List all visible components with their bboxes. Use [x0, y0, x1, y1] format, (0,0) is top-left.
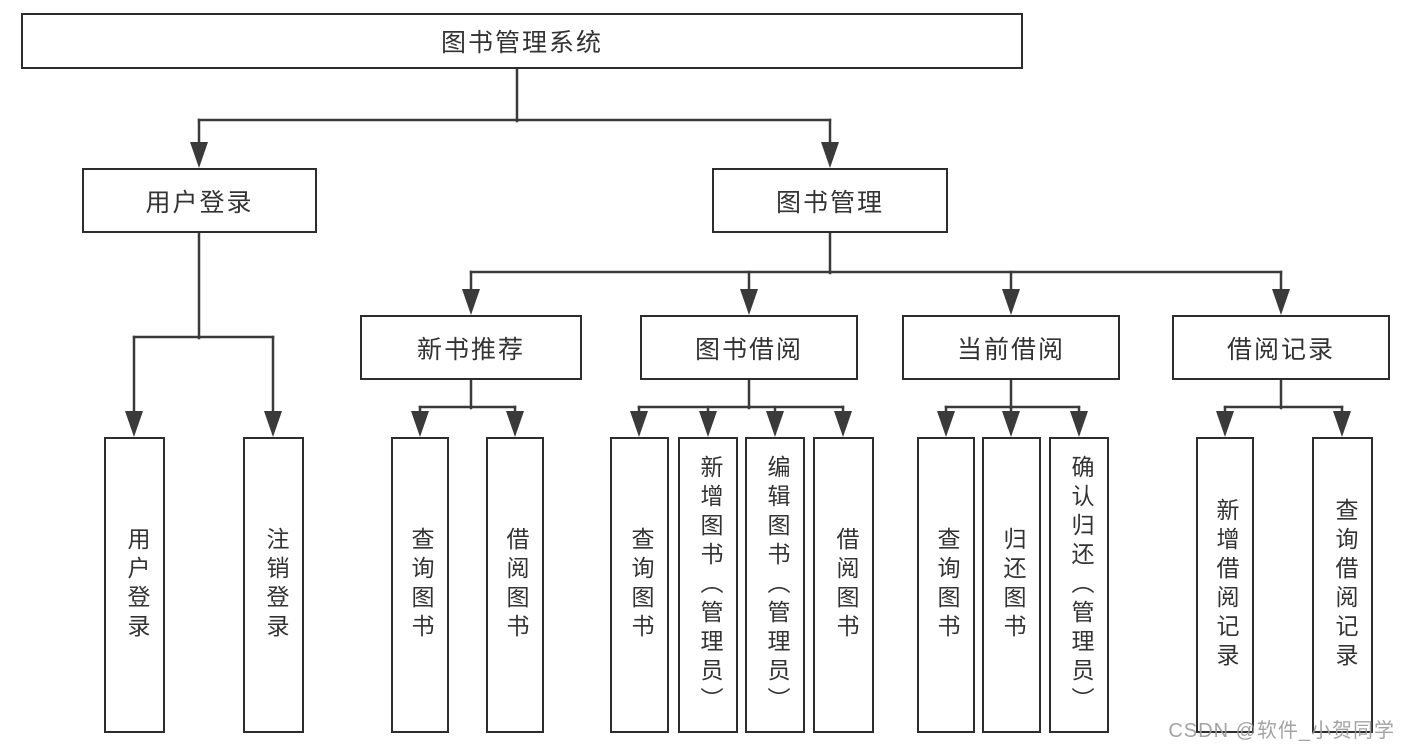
node-book-management: 图书管理 — [712, 168, 948, 233]
leaf-edit-books-admin: 编辑图书（管理员） — [745, 437, 805, 733]
watermark: CSDN @软件_小贺同学 — [1168, 720, 1395, 742]
node-current-borrowing: 当前借阅 — [902, 315, 1120, 380]
node-new-book-recommendation: 新书推荐 — [360, 315, 582, 380]
leaf-query-borrow-record: 查询借阅记录 — [1312, 437, 1373, 733]
node-book-borrowing: 图书借阅 — [640, 315, 858, 380]
leaf-borrow-books-recommend: 借阅图书 — [486, 437, 544, 733]
leaf-query-books-recommend: 查询图书 — [391, 437, 449, 733]
leaf-confirm-return-admin: 确认归还（管理员） — [1049, 437, 1109, 733]
leaf-user-login: 用户登录 — [104, 437, 165, 733]
leaf-add-borrow-record: 新增借阅记录 — [1196, 437, 1254, 733]
node-user-login: 用户登录 — [82, 168, 317, 233]
leaf-borrow-books-borrowing: 借阅图书 — [813, 437, 874, 733]
leaf-logout: 注销登录 — [243, 437, 304, 733]
leaf-return-books: 归还图书 — [982, 437, 1041, 733]
leaf-query-books-borrowing: 查询图书 — [610, 437, 669, 733]
node-root: 图书管理系统 — [21, 13, 1023, 69]
leaf-query-books-current: 查询图书 — [917, 437, 975, 733]
leaf-add-books-admin: 新增图书（管理员） — [678, 437, 738, 733]
node-borrowing-records: 借阅记录 — [1172, 315, 1390, 380]
